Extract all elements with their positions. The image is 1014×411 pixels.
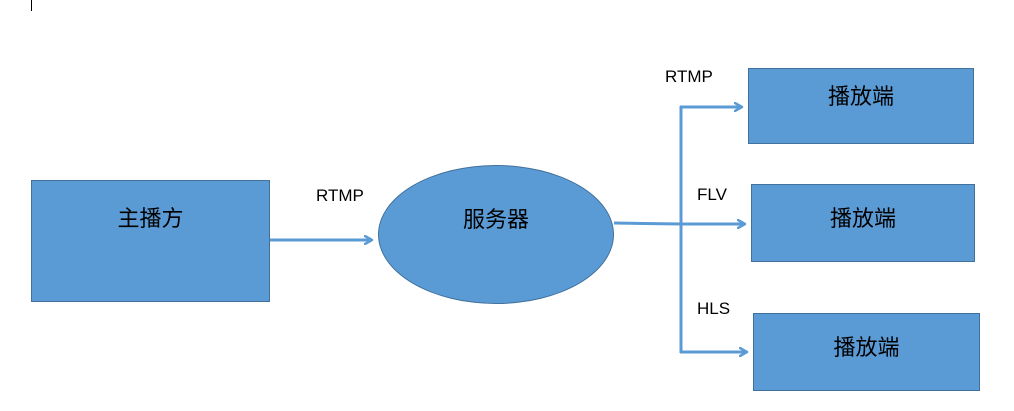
player-node-1-label: 播放端 [827, 85, 894, 110]
player-node-2: 播放端 [751, 184, 975, 262]
player-3-protocol-label: HLS [697, 299, 731, 318]
player-2-protocol-label: FLV [697, 185, 727, 204]
ingest-protocol-label: RTMP [316, 186, 364, 205]
text-cursor [31, 0, 32, 11]
player-node-3-label: 播放端 [833, 336, 900, 361]
source-node: 主播方 [31, 180, 270, 302]
player-1-protocol-label: RTMP [665, 67, 713, 86]
source-node-label: 主播方 [117, 207, 184, 232]
player-node-3: 播放端 [753, 313, 980, 391]
server-node-label: 服务器 [462, 208, 529, 233]
connector-server-to-branch [613, 221, 682, 226]
player-node-1: 播放端 [748, 68, 974, 144]
player-node-2-label: 播放端 [829, 207, 896, 232]
server-node: 服务器 [378, 165, 614, 304]
